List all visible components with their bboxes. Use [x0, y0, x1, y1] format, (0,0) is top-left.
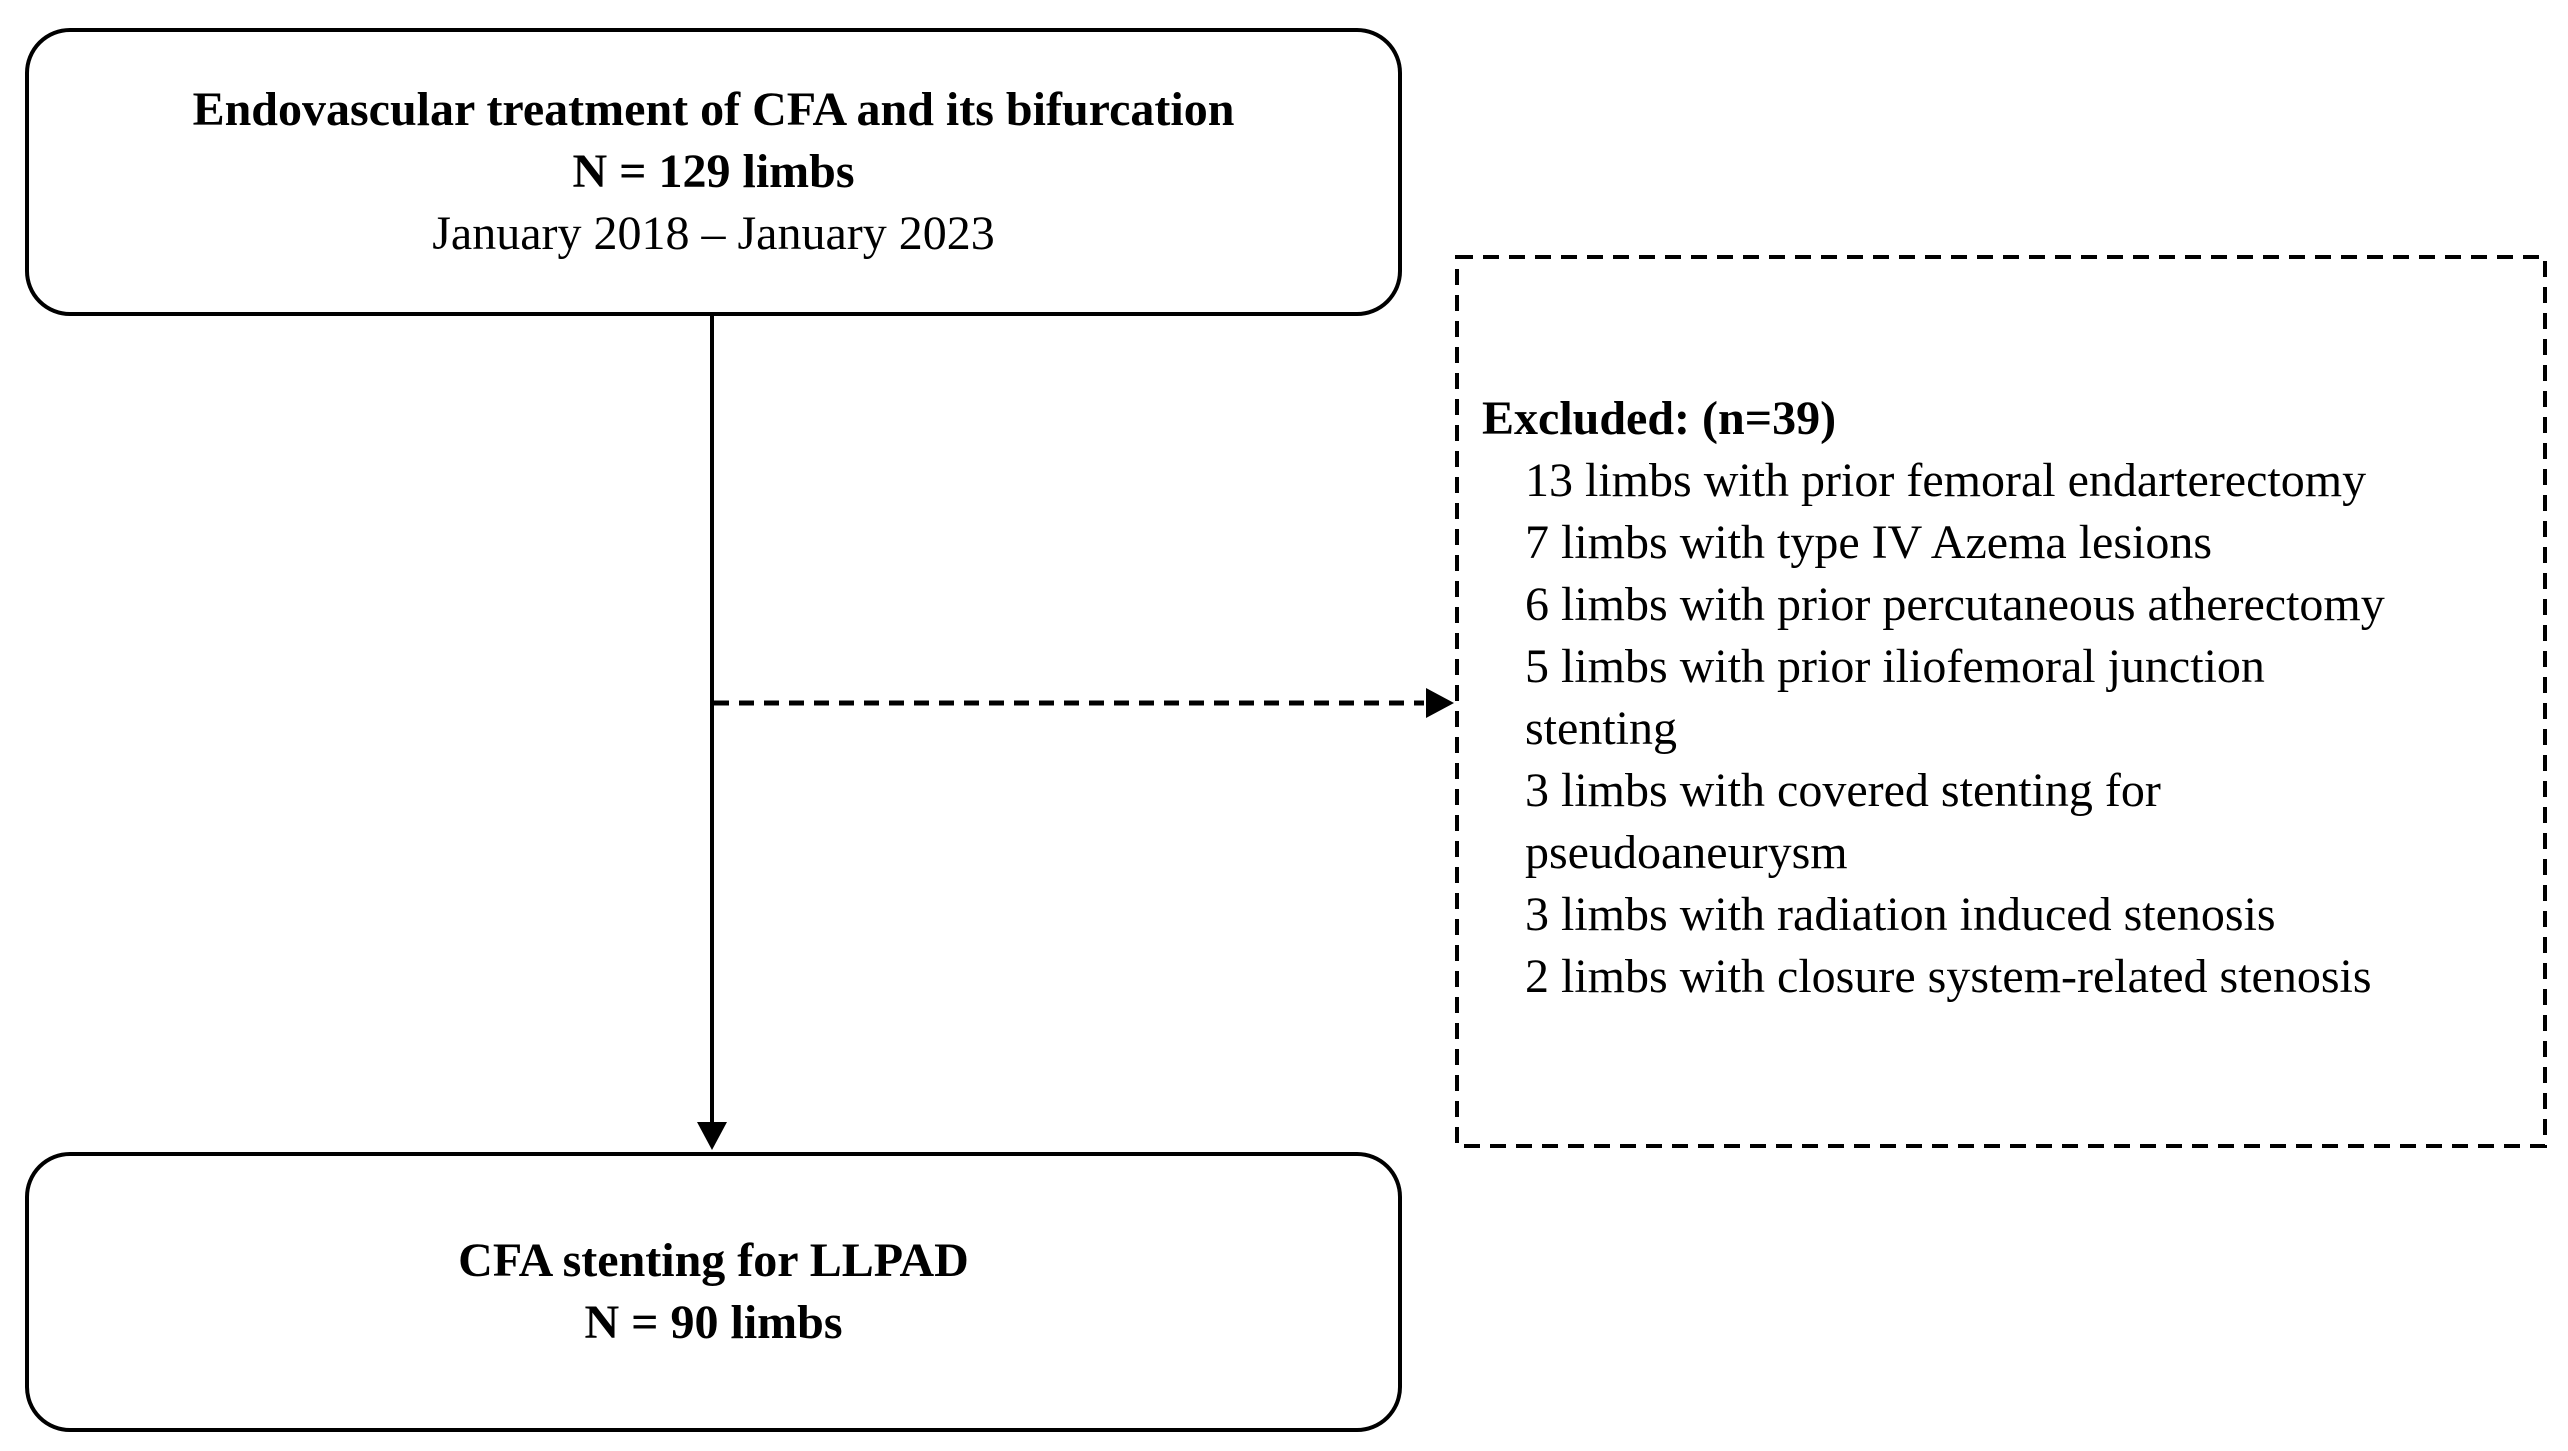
enrollment-box: Endovascular treatment of CFA and its bi… [25, 28, 1402, 316]
excluded-heading: Excluded: (n=39) [1482, 392, 1837, 445]
outcome-count: N = 90 limbs [584, 1296, 843, 1349]
excluded-item: 3 limbs with radiation induced stenosis [1525, 888, 2276, 941]
outcome-title: CFA stenting for LLPAD [458, 1234, 969, 1287]
down-arrowhead-icon [697, 1122, 727, 1150]
excluded-item: 2 limbs with closure system-related sten… [1525, 950, 2372, 1003]
excluded-item: 6 limbs with prior percutaneous atherect… [1525, 578, 2385, 631]
excluded-item: 3 limbs with covered stenting for pseudo… [1525, 764, 2161, 879]
excluded-item: 5 limbs with prior iliofemoral junction … [1525, 640, 2265, 755]
excluded-list: 13 limbs with prior femoral endarterecto… [1482, 450, 2527, 1008]
right-arrowhead-icon [1426, 688, 1454, 718]
excluded-item: 13 limbs with prior femoral endarterecto… [1525, 454, 2367, 507]
outcome-box: CFA stenting for LLPAD N = 90 limbs [25, 1152, 1402, 1432]
enrollment-count: N = 129 limbs [572, 145, 855, 198]
enrollment-title: Endovascular treatment of CFA and its bi… [192, 83, 1235, 136]
enrollment-period: January 2018 – January 2023 [432, 207, 995, 260]
excluded-box: Excluded: (n=39) 13 limbs with prior fem… [1455, 255, 2547, 1148]
excluded-item: 7 limbs with type IV Azema lesions [1525, 516, 2213, 569]
